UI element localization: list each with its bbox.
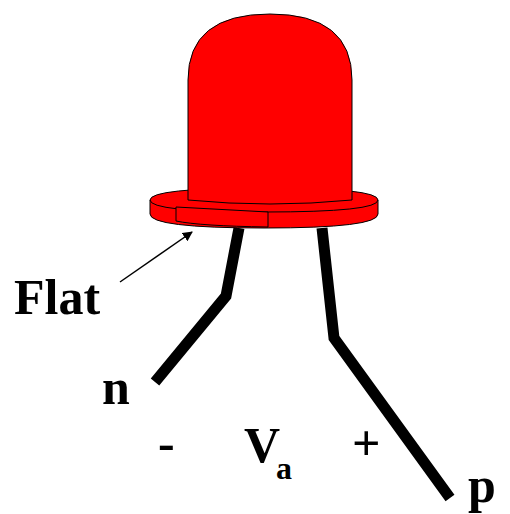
signal-name: V bbox=[244, 420, 280, 470]
leader-line bbox=[120, 232, 192, 282]
part-label: Flat bbox=[14, 272, 100, 322]
anode-lead bbox=[322, 228, 450, 498]
polarity-sign: - bbox=[158, 418, 175, 468]
polarity-sign: + bbox=[352, 418, 381, 468]
flat-side bbox=[176, 207, 268, 227]
signal-subscript: a bbox=[276, 452, 292, 484]
led-dome bbox=[188, 14, 352, 204]
cathode-lead bbox=[155, 228, 239, 382]
terminal-label: n bbox=[102, 362, 130, 412]
terminal-label: p bbox=[468, 460, 496, 510]
